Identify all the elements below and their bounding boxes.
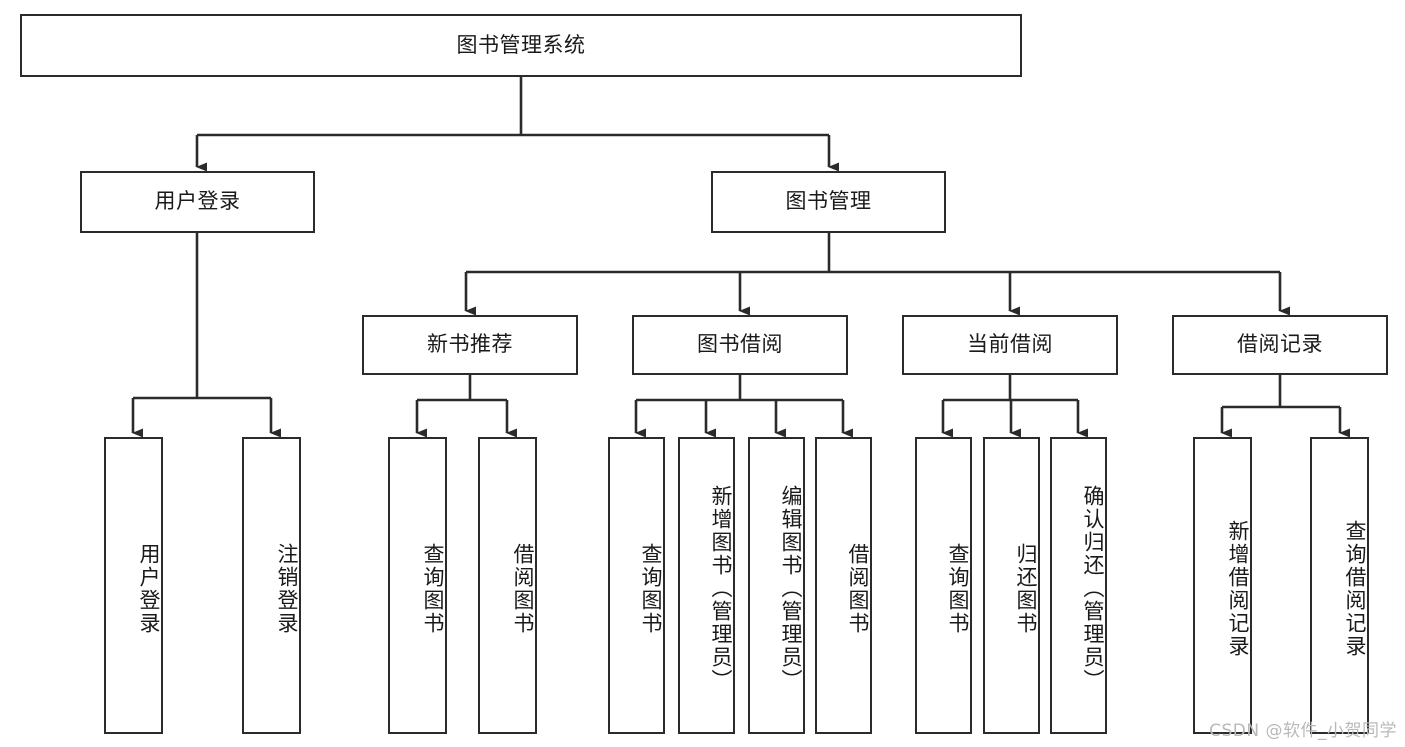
node-new-book-recommend[interactable]: 新书推荐 <box>362 315 578 375</box>
node-leaf-add-record[interactable]: 新增借阅记录 <box>1193 437 1252 734</box>
csdn-watermark: CSDN @软件_小贺同学 <box>1209 721 1397 741</box>
node-borrow-records-label: 借阅记录 <box>1237 332 1323 357</box>
node-leaf-logout[interactable]: 注销登录 <box>242 437 301 734</box>
node-user-login[interactable]: 用户登录 <box>80 171 315 233</box>
node-leaf-query-book-2[interactable]: 查询图书 <box>608 437 665 734</box>
node-user-login-label: 用户登录 <box>154 189 241 214</box>
node-new-book-recommend-label: 新书推荐 <box>427 332 513 357</box>
node-current-borrow-label: 当前借阅 <box>967 332 1053 357</box>
node-leaf-query-book-3-label: 查询图书 <box>946 542 970 635</box>
node-leaf-confirm-return[interactable]: 确认归还（管理员） <box>1050 437 1107 734</box>
node-leaf-user-login-label: 用户登录 <box>137 542 161 635</box>
node-leaf-query-record-label: 查询借阅记录 <box>1343 519 1367 658</box>
node-leaf-edit-book[interactable]: 编辑图书（管理员） <box>748 437 805 734</box>
node-leaf-query-book-1-label: 查询图书 <box>421 542 445 635</box>
node-leaf-borrow-book-1[interactable]: 借阅图书 <box>478 437 537 734</box>
node-leaf-add-book-label: 新增图书（管理员） <box>709 485 733 692</box>
node-leaf-borrow-book-2[interactable]: 借阅图书 <box>815 437 872 734</box>
node-leaf-return-book-label: 归还图书 <box>1014 542 1038 635</box>
node-leaf-query-book-1[interactable]: 查询图书 <box>388 437 447 734</box>
node-leaf-query-book-3[interactable]: 查询图书 <box>915 437 972 734</box>
node-current-borrow[interactable]: 当前借阅 <box>902 315 1118 375</box>
node-leaf-add-record-label: 新增借阅记录 <box>1226 519 1250 658</box>
node-borrow-records[interactable]: 借阅记录 <box>1172 315 1388 375</box>
node-leaf-return-book[interactable]: 归还图书 <box>983 437 1040 734</box>
node-leaf-query-book-2-label: 查询图书 <box>639 542 663 635</box>
node-leaf-borrow-book-1-label: 借阅图书 <box>511 542 535 635</box>
node-book-borrow-label: 图书借阅 <box>697 332 783 357</box>
node-root-system[interactable]: 图书管理系统 <box>20 14 1022 77</box>
node-book-management-label: 图书管理 <box>785 189 872 214</box>
node-leaf-logout-label: 注销登录 <box>275 542 299 635</box>
node-leaf-edit-book-label: 编辑图书（管理员） <box>779 485 803 692</box>
node-leaf-add-book[interactable]: 新增图书（管理员） <box>678 437 735 734</box>
node-leaf-query-record[interactable]: 查询借阅记录 <box>1310 437 1369 734</box>
node-root-system-label: 图书管理系统 <box>456 32 586 57</box>
node-book-borrow[interactable]: 图书借阅 <box>632 315 848 375</box>
node-leaf-user-login[interactable]: 用户登录 <box>104 437 163 734</box>
node-leaf-borrow-book-2-label: 借阅图书 <box>846 542 870 635</box>
node-book-management[interactable]: 图书管理 <box>711 171 946 233</box>
node-leaf-confirm-return-label: 确认归还（管理员） <box>1081 485 1105 692</box>
